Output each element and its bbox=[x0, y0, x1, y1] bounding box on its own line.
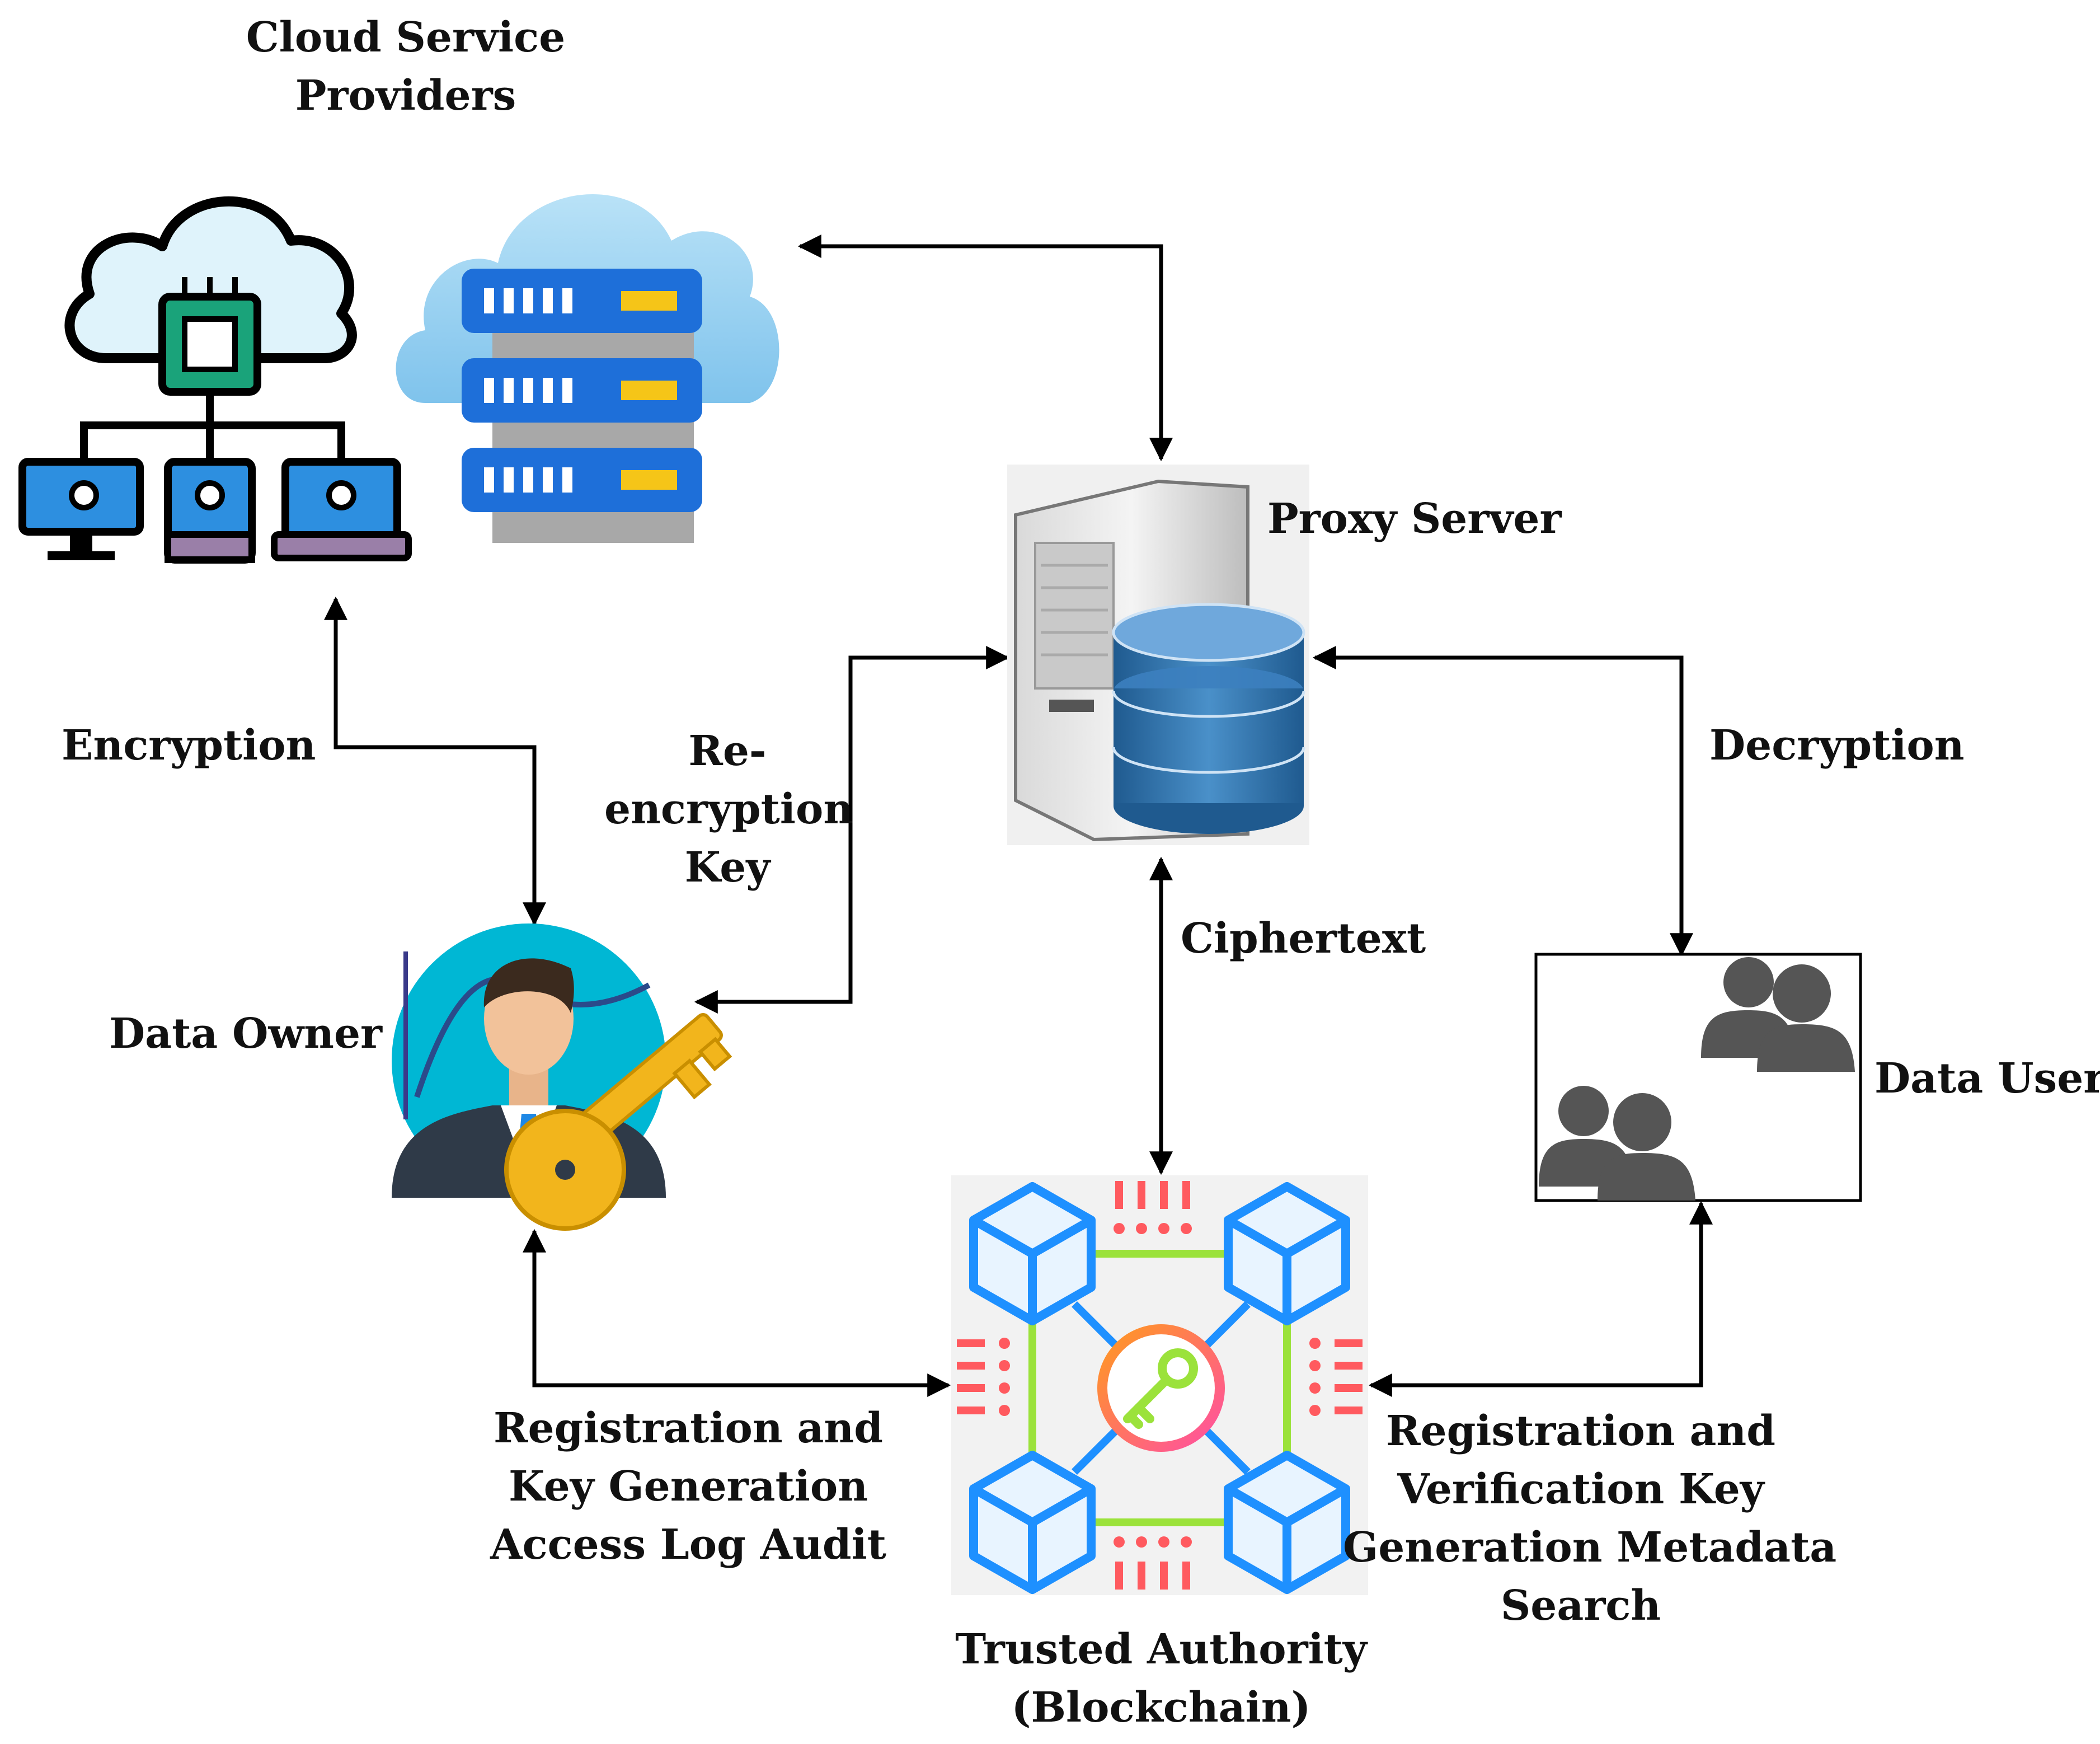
label-line: Cloud Service bbox=[246, 13, 566, 62]
user-registration-label: Registration and Verification Key Genera… bbox=[1343, 1402, 1837, 1635]
decryption-label: Decryption bbox=[1709, 716, 1965, 775]
label-line: Generation Metadata bbox=[1343, 1523, 1837, 1572]
label-line: Proxy Server bbox=[1267, 495, 1562, 543]
label-line: Re- bbox=[688, 727, 767, 775]
businessman-key-icon bbox=[392, 923, 732, 1231]
re-encryption-key-label: Re- encryption Key bbox=[604, 722, 854, 897]
label-line: Registration and bbox=[494, 1404, 883, 1452]
server-database-icon bbox=[1007, 465, 1309, 845]
encryption-label: Encryption bbox=[62, 716, 316, 775]
trusted-authority-label: Trusted Authority (Blockchain) bbox=[909, 1620, 1413, 1737]
blockchain-key-icon bbox=[951, 1175, 1368, 1595]
label-line: Encryption bbox=[62, 721, 316, 770]
arrow-encryption bbox=[324, 596, 546, 926]
ciphertext-label: Ciphertext bbox=[1181, 909, 1426, 968]
label-line: Registration and bbox=[1386, 1407, 1775, 1455]
server-units bbox=[462, 269, 702, 512]
cloud-computing-network-icon bbox=[18, 196, 412, 564]
cloud-service-providers-label: Cloud Service Providers bbox=[238, 8, 574, 125]
label-line: Verification Key bbox=[1397, 1465, 1764, 1513]
arrows bbox=[324, 235, 1713, 1397]
label-line: Key Generation bbox=[508, 1462, 868, 1511]
owner-registration-label: Registration and Key Generation Access L… bbox=[464, 1399, 912, 1574]
label-line: Trusted Authority bbox=[955, 1625, 1367, 1673]
cloud-server-rack-icon bbox=[396, 194, 779, 543]
label-line: Data Owner bbox=[109, 1010, 383, 1058]
arrow-decryption bbox=[1312, 646, 1693, 957]
arrow-user-authority bbox=[1368, 1201, 1713, 1397]
label-line: encryption bbox=[604, 785, 854, 833]
label-line: Providers bbox=[295, 72, 516, 120]
label-line: Ciphertext bbox=[1181, 915, 1426, 963]
label-line: Search bbox=[1500, 1582, 1661, 1630]
arrow-re-encryption-key bbox=[694, 646, 1010, 1014]
proxy-server-label: Proxy Server bbox=[1267, 490, 1561, 548]
arrow-owner-authority bbox=[523, 1229, 951, 1397]
data-user-label: Data User bbox=[1875, 1049, 2100, 1108]
label-line: Data User bbox=[1875, 1054, 2100, 1103]
data-owner-label: Data Owner bbox=[109, 1005, 382, 1063]
user-group-icon bbox=[1534, 953, 1862, 1202]
label-line: Access Log Audit bbox=[490, 1521, 886, 1569]
label-line: Key bbox=[684, 843, 771, 892]
label-line: (Blockchain) bbox=[1011, 1684, 1311, 1732]
label-line: Decryption bbox=[1709, 721, 1965, 770]
arrow-cloud-proxy bbox=[797, 235, 1173, 462]
